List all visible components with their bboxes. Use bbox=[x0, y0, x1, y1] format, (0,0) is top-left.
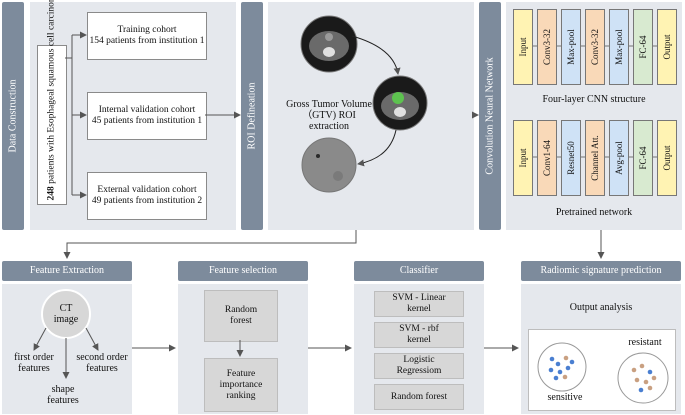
ct-scan-top bbox=[300, 15, 358, 73]
cohort-arrows bbox=[65, 31, 479, 199]
shape-features: shape features bbox=[47, 384, 79, 406]
pretrained-layer: Input bbox=[513, 120, 533, 196]
sample-dot bbox=[638, 387, 644, 393]
row-connectors bbox=[63, 230, 605, 357]
ct-scan-roi bbox=[301, 137, 357, 193]
four-layer-layer: Max-pool bbox=[609, 9, 629, 85]
sample-dot bbox=[549, 356, 555, 362]
sample-dot bbox=[647, 369, 653, 375]
four-layer-layer: Input bbox=[513, 9, 533, 85]
pretrained-title: Pretrained network bbox=[555, 207, 633, 218]
internal-validation-box: Internal validation cohort 45 patients f… bbox=[87, 92, 207, 140]
feature-extraction-header: Feature Extraction bbox=[2, 261, 132, 281]
resistant-cluster bbox=[617, 352, 669, 404]
ct-scan-segmented bbox=[372, 75, 428, 131]
sample-dot bbox=[555, 361, 561, 367]
ct-image-label: CT image bbox=[53, 303, 79, 325]
patients-box: 248 patients with Esophageal squamous ce… bbox=[37, 0, 67, 205]
four-layer-layer: Max-pool bbox=[561, 9, 581, 85]
sample-dot bbox=[647, 385, 653, 391]
four-layer-layer: Conv3-32 bbox=[585, 9, 605, 85]
cnn-bar: Convolution Neural Network bbox=[479, 2, 501, 230]
pretrained-layer: Output bbox=[657, 120, 677, 196]
random-forest-box: Random forest bbox=[204, 290, 278, 342]
sensitive-cluster bbox=[537, 342, 587, 392]
four-layer-layer: Conv3-32 bbox=[537, 9, 557, 85]
prediction-header: Radiomic signature prediction bbox=[521, 261, 681, 281]
sensitive-label: sensitive bbox=[547, 392, 583, 403]
sample-dot bbox=[643, 379, 649, 385]
feature-extraction-arrows bbox=[33, 327, 99, 379]
classifier-item: Logistic Regressiom bbox=[374, 353, 464, 379]
sample-dot bbox=[565, 365, 571, 371]
pretrained-layer: Resnet50 bbox=[561, 120, 581, 196]
sample-dot bbox=[569, 359, 575, 365]
second-order-features: second order features bbox=[76, 352, 128, 374]
first-order-features: first order features bbox=[14, 352, 54, 374]
data-construction-bar: Data Construction bbox=[2, 2, 24, 230]
training-cohort-box: Training cohort 154 patients from instit… bbox=[87, 12, 207, 60]
sample-dot bbox=[562, 374, 568, 380]
feature-selection-header: Feature selection bbox=[178, 261, 308, 281]
sample-dot bbox=[557, 369, 563, 375]
resistant-label: resistant bbox=[628, 337, 662, 348]
sample-dot bbox=[634, 377, 640, 383]
classifier-item: SVM - rbf kernel bbox=[374, 322, 464, 348]
roi-text: Gross Tumor Volume（GTV) ROI extraction bbox=[286, 99, 372, 132]
roi-arrow-1 bbox=[351, 35, 401, 75]
sample-dot bbox=[631, 367, 637, 373]
four-layer-layer: FC-64 bbox=[633, 9, 653, 85]
pretrained-layer: Avg-pool bbox=[609, 120, 629, 196]
classifier-item: SVM - Linear kernel bbox=[374, 291, 464, 317]
classifier-item: Random forest bbox=[374, 384, 464, 410]
pretrained-layer: FC-64 bbox=[633, 120, 653, 196]
feature-ranking-box: Feature importance ranking bbox=[204, 358, 278, 412]
pretrained-layer: Channel Att. bbox=[585, 120, 605, 196]
four-layer-layer: Output bbox=[657, 9, 677, 85]
roi-bar: ROI Defineation bbox=[241, 2, 263, 230]
output-analysis-label: Output analysis bbox=[569, 302, 633, 313]
external-validation-box: External validation cohort 49 patients f… bbox=[87, 172, 207, 220]
classifier-header: Classifier bbox=[354, 261, 484, 281]
pretrained-layer: Conv1-64 bbox=[537, 120, 557, 196]
roi-arrow-2 bbox=[357, 129, 397, 167]
sample-dot bbox=[639, 363, 645, 369]
sample-dot bbox=[651, 375, 657, 381]
sample-dot bbox=[563, 355, 569, 361]
four-layer-title: Four-layer CNN structure bbox=[542, 94, 646, 105]
sample-dot bbox=[553, 375, 559, 381]
sample-dot bbox=[548, 367, 554, 373]
